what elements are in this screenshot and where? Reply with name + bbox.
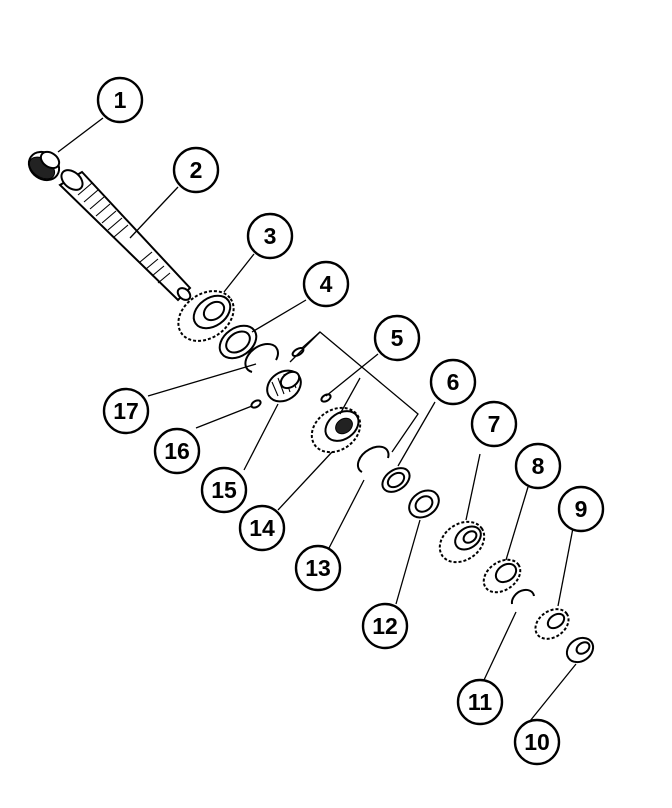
callout-3: 3 bbox=[246, 212, 294, 260]
callout-2: 2 bbox=[172, 146, 220, 194]
callout-4: 4 bbox=[302, 260, 350, 308]
svg-text:1: 1 bbox=[114, 87, 127, 113]
part-16-pin bbox=[250, 399, 262, 409]
leader-lines bbox=[57, 117, 577, 722]
part-3-gear bbox=[177, 290, 235, 342]
part-2-shaft bbox=[58, 169, 192, 302]
callout-14: 14 bbox=[238, 504, 286, 552]
part-4-ring bbox=[218, 324, 258, 360]
callout-8: 8 bbox=[514, 442, 562, 490]
callout-6: 6 bbox=[429, 358, 477, 406]
svg-text:17: 17 bbox=[113, 398, 139, 424]
svg-text:9: 9 bbox=[575, 496, 588, 522]
part-10-bearing bbox=[565, 636, 595, 664]
part-15-needle-bearing bbox=[266, 369, 302, 403]
part-14-synchro-sleeve bbox=[310, 406, 362, 454]
callout-15: 15 bbox=[200, 466, 248, 514]
svg-text:7: 7 bbox=[488, 411, 501, 437]
svg-text:13: 13 bbox=[305, 555, 331, 581]
part-9-gear bbox=[534, 608, 570, 640]
callout-1: 1 bbox=[96, 76, 144, 124]
svg-text:11: 11 bbox=[468, 689, 493, 715]
part-12-washer bbox=[408, 489, 440, 519]
callout-5: 5 bbox=[373, 314, 421, 362]
callout-11: 11 bbox=[456, 678, 504, 726]
part-1-bearing bbox=[27, 150, 61, 182]
svg-text:6: 6 bbox=[447, 369, 460, 395]
callout-12: 12 bbox=[361, 602, 409, 650]
callout-16: 16 bbox=[153, 427, 201, 475]
svg-text:12: 12 bbox=[372, 613, 398, 639]
callout-9: 9 bbox=[557, 485, 605, 533]
callout-17: 17 bbox=[102, 387, 150, 435]
callout-13: 13 bbox=[294, 544, 342, 592]
part-8-gear bbox=[482, 558, 522, 594]
part-6-ring bbox=[381, 467, 411, 493]
svg-text:4: 4 bbox=[320, 271, 333, 297]
part-13-snap-ring bbox=[356, 445, 390, 473]
svg-text:14: 14 bbox=[249, 515, 275, 541]
svg-text:15: 15 bbox=[211, 477, 237, 503]
part-5-key bbox=[320, 393, 332, 403]
part-7-gear bbox=[438, 520, 486, 564]
callout-7: 7 bbox=[470, 400, 518, 448]
part-11-snap-ring bbox=[510, 588, 535, 605]
svg-text:16: 16 bbox=[164, 438, 190, 464]
callout-10: 10 bbox=[513, 718, 561, 766]
svg-text:8: 8 bbox=[532, 453, 545, 479]
svg-text:3: 3 bbox=[264, 223, 277, 249]
svg-text:10: 10 bbox=[524, 729, 550, 755]
svg-text:5: 5 bbox=[391, 325, 404, 351]
svg-text:2: 2 bbox=[190, 157, 203, 183]
